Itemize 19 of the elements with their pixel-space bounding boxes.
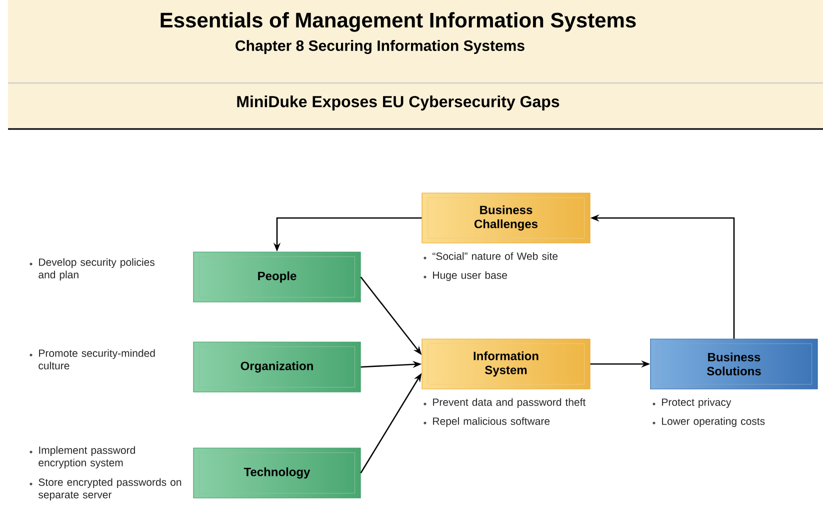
- process-box: Information System: [422, 338, 590, 390]
- bullet-text: Store encrypted passwords on separate server: [30, 478, 182, 500]
- process-box: Business Challenges: [422, 192, 590, 244]
- bullet-text: Develop security policies and plan: [30, 258, 154, 280]
- bullet-text: Protect privacy: [652, 398, 732, 408]
- component-box: Organization: [193, 342, 361, 392]
- outcome-box: Business Solutions: [650, 338, 818, 390]
- bullet-text: Implement password encryption system: [30, 446, 135, 468]
- title: Essentials of Management Information Systems: [160, 12, 636, 32]
- heading: MiniDuke Exposes EU Cybersecurity Gaps: [237, 96, 560, 110]
- bullet-text: Promote security-minded culture: [30, 349, 155, 370]
- component-box: Technology: [193, 448, 361, 498]
- bullet-text: “Social” nature of Web site: [424, 252, 558, 260]
- component-box: People: [193, 252, 361, 302]
- bullet-text: Lower operating costs: [652, 417, 765, 427]
- bullet-text: Prevent data and password theft: [424, 398, 586, 408]
- bullet-text: Repel malicious software: [424, 417, 550, 427]
- subtitle: Chapter 8 Securing Information Systems: [236, 40, 524, 54]
- bullet-text: Huge user base: [424, 271, 507, 281]
